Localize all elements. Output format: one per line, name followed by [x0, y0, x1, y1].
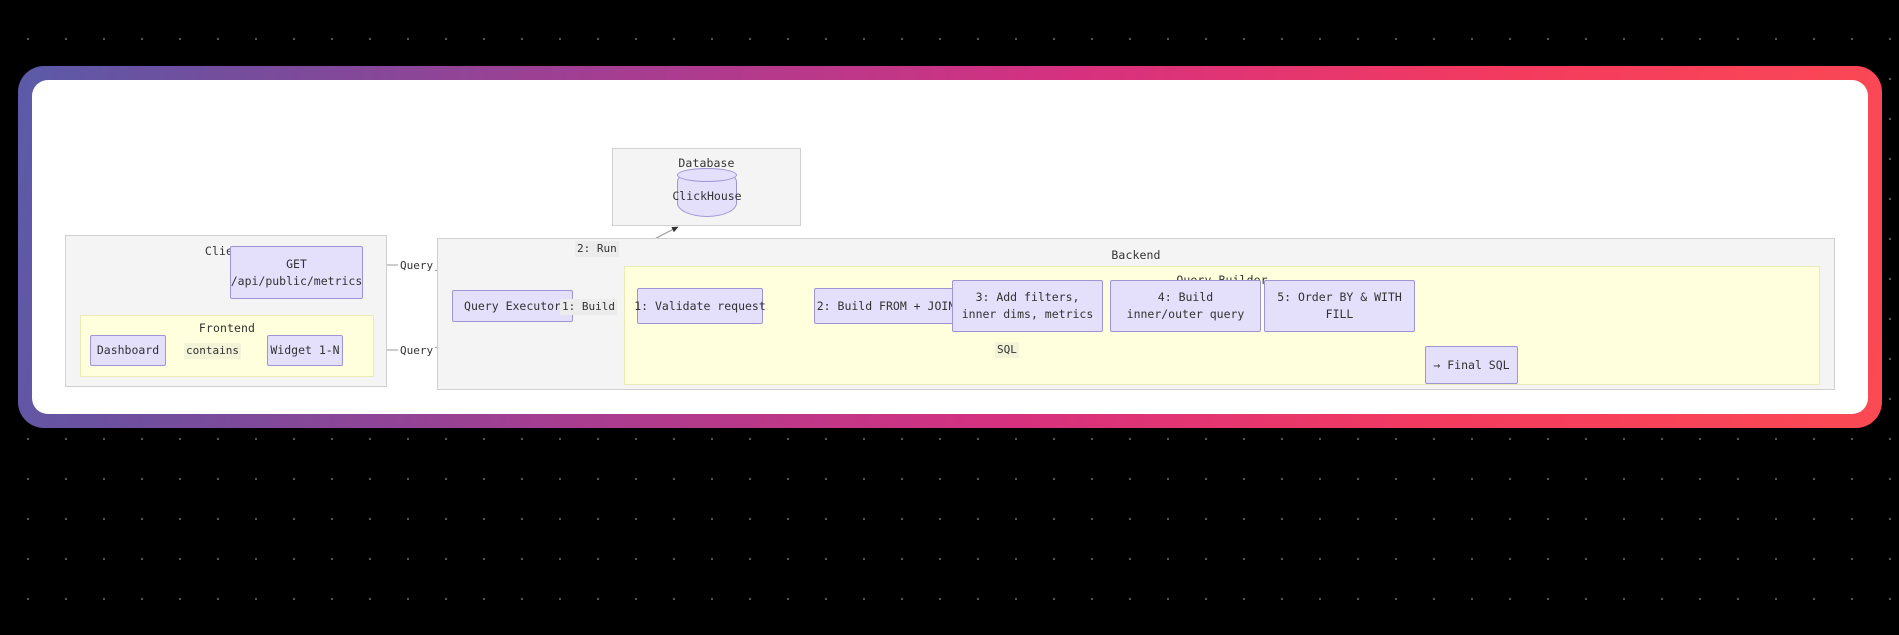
node-clickhouse-label: ClickHouse: [672, 189, 742, 203]
node-step1-label: 1: Validate request: [634, 298, 766, 313]
node-step-2-build-from-join[interactable]: 2: Build FROM + JOIN: [814, 288, 958, 324]
node-api-endpoint[interactable]: GET /api/public/metrics: [230, 246, 363, 299]
node-query-executor-label: Query Executor: [464, 298, 561, 313]
edge-label-2-run: 2: Run: [575, 241, 619, 257]
edge-label-sql: SQL: [995, 342, 1019, 358]
gradient-frame: Client Frontend Database Backend Query B…: [18, 66, 1882, 428]
node-widget[interactable]: Widget 1-N: [267, 335, 343, 366]
node-step-5-order-by-with-fill[interactable]: 5: Order BY & WITH FILL: [1264, 280, 1415, 332]
node-step3-line1: 3: Add filters,: [975, 290, 1080, 304]
cluster-database-title: Database: [678, 156, 735, 170]
node-step-3-add-filters[interactable]: 3: Add filters, inner dims, metrics: [952, 280, 1103, 332]
edge-label-query-api: Query: [398, 258, 436, 274]
edge-label-contains: contains: [184, 343, 241, 359]
node-api-line1: GET: [286, 256, 307, 271]
node-step4-line2: inner/outer query: [1126, 307, 1245, 321]
node-api-line2: /api/public/metrics: [230, 273, 363, 288]
cluster-frontend-title: Frontend: [198, 321, 256, 335]
mermaid-diagram: Client Frontend Database Backend Query B…: [32, 80, 1868, 414]
node-step5-line2: FILL: [1325, 307, 1354, 321]
node-dashboard[interactable]: Dashboard: [90, 335, 166, 366]
cluster-backend-title: Backend: [1111, 248, 1161, 262]
node-step-1-validate-request[interactable]: 1: Validate request: [634, 288, 766, 324]
edge-label-query-widget: Query: [398, 343, 436, 359]
node-query-executor[interactable]: Query Executor: [452, 290, 573, 322]
node-final-sql[interactable]: → Final SQL: [1425, 346, 1518, 384]
node-widget-label: Widget 1-N: [270, 343, 340, 357]
edge-label-1-build: 1: Build: [560, 299, 617, 315]
node-step-4-build-inner-outer-query[interactable]: 4: Build inner/outer query: [1110, 280, 1261, 332]
node-step4-line1: 4: Build: [1157, 290, 1214, 304]
node-final-sql-label: → Final SQL: [1433, 357, 1510, 372]
node-step2-label: 2: Build FROM + JOIN: [816, 298, 956, 313]
node-step5-line1: 5: Order BY & WITH: [1277, 290, 1402, 304]
node-clickhouse[interactable]: ClickHouse: [672, 168, 742, 217]
node-step3-line2: inner dims, metrics: [961, 307, 1094, 321]
node-dashboard-label: Dashboard: [96, 343, 160, 357]
diagram-card: Client Frontend Database Backend Query B…: [32, 80, 1868, 414]
